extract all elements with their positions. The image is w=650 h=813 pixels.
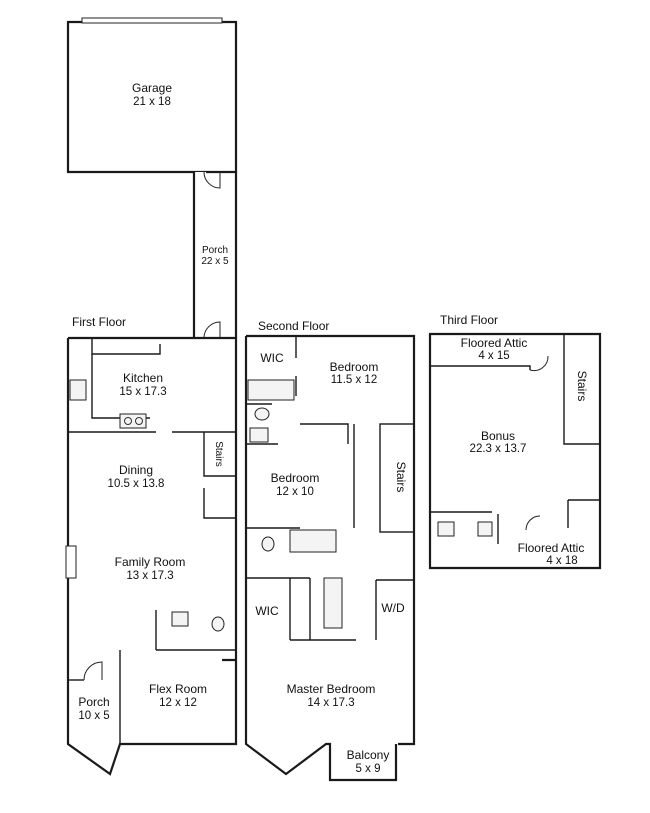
porch-top-label: Porch: [202, 245, 228, 256]
bedroom-middle-label: Bedroom: [271, 471, 320, 485]
garage-label: Garage: [132, 81, 172, 95]
garage-dims: 21 x 18: [133, 96, 171, 108]
kitchen-label: Kitchen: [123, 371, 163, 385]
wic-upper-label: WIC: [260, 351, 284, 365]
flex-room-label: Flex Room: [149, 682, 207, 696]
master-bedroom-dims: 14 x 17.3: [307, 697, 354, 709]
wic-lower-label: WIC: [255, 604, 279, 618]
first-floor-plan: [65, 336, 238, 776]
third-floor-heading: Third Floor: [440, 313, 498, 327]
bedroom-middle-dims: 12 x 10: [276, 486, 314, 498]
floored-attic-top-dims: 4 x 15: [478, 350, 509, 362]
flex-room-dims: 12 x 12: [159, 697, 197, 709]
second-floor-heading: Second Floor: [258, 319, 329, 333]
first-floor-heading: First Floor: [72, 315, 126, 329]
bonus-dims: 22.3 x 13.7: [470, 443, 527, 455]
floored-attic-bottom-dims: 4 x 18: [546, 555, 577, 567]
floored-attic-bottom-label: Floored Attic: [518, 541, 585, 555]
family-room-label: Family Room: [115, 555, 186, 569]
balcony-dims: 5 x 9: [356, 763, 381, 775]
master-bedroom-label: Master Bedroom: [287, 682, 376, 696]
kitchen-dims: 15 x 17.3: [119, 386, 166, 398]
porch-bottom-label: Porch: [78, 695, 109, 709]
dining-dims: 10.5 x 13.8: [108, 478, 165, 490]
stairs-third-label: Stairs: [575, 371, 589, 402]
wd-label: W/D: [381, 601, 405, 615]
floored-attic-top-label: Floored Attic: [461, 336, 528, 350]
porch-connector: [192, 172, 238, 339]
bonus-label: Bonus: [481, 429, 515, 443]
porch-bottom-dims: 10 x 5: [78, 710, 109, 722]
balcony-label: Balcony: [347, 748, 390, 762]
stairs-first-label: Stairs: [213, 441, 224, 467]
porch-top-dims: 22 x 5: [201, 256, 229, 267]
family-room-dims: 13 x 17.3: [126, 570, 173, 582]
third-floor-plan: [428, 332, 602, 570]
bedroom-upper-dims: 11.5 x 12: [331, 374, 377, 386]
second-floor-plan: [244, 334, 416, 782]
bedroom-upper-label: Bedroom: [330, 360, 379, 374]
stairs-second-label: Stairs: [394, 462, 408, 493]
dining-label: Dining: [119, 463, 153, 477]
